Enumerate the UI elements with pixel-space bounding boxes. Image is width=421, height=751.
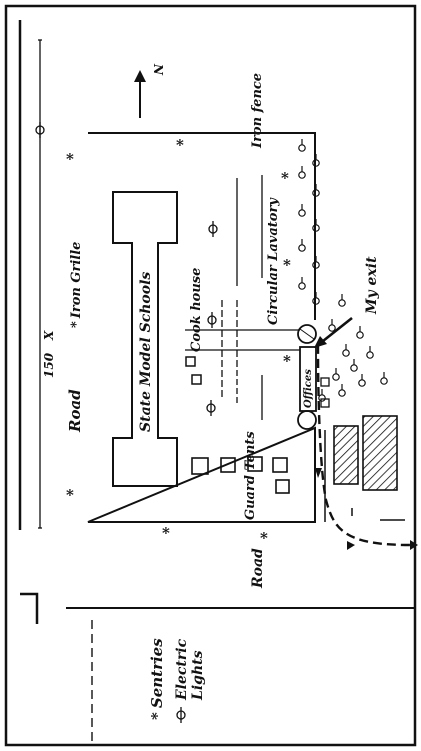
road-bottom-label: Road: [250, 548, 266, 589]
sentry-asterisk-icon: *: [176, 136, 184, 154]
legend-electric-label-1: Electric: [174, 638, 190, 701]
distance-x-label: X: [42, 330, 56, 341]
iron-fence-label: Iron fence: [250, 73, 265, 149]
compound-paths: [185, 175, 300, 420]
legend-electric-light-icon: [176, 706, 186, 724]
circular-lavatory: [297, 324, 317, 344]
legend: *Sentries Electric Lights: [148, 638, 206, 724]
cook-house-squares: [185, 356, 202, 385]
iron-grille-label: *Iron Grille: [69, 242, 84, 328]
electric-light-icon: [207, 311, 217, 329]
sentry-asterisk-icon: *: [283, 256, 291, 274]
sentry-asterisk-icon: *: [66, 150, 74, 168]
legend-electric-label-2: Lights: [190, 650, 206, 701]
escape-route: [315, 344, 418, 550]
sentry-asterisk-icon: *: [66, 486, 74, 504]
map-border: [4, 4, 417, 747]
road-top-lines: [18, 20, 45, 530]
outside-road-marks: [351, 508, 405, 521]
offices-label: Offices: [303, 369, 314, 408]
legend-sentries: *Sentries: [148, 638, 166, 720]
cook-house-label: Cook house: [189, 268, 204, 352]
electric-lights: [206, 220, 218, 417]
electric-light-icon: [206, 399, 216, 417]
sentry-asterisk-icon: *: [281, 169, 289, 187]
road-lamp-icon: [35, 121, 45, 139]
electric-light-icon: [208, 220, 218, 238]
distance-label: 150: [42, 352, 56, 378]
my-exit-label: My exit: [364, 256, 380, 315]
exit-arrow-icon: [314, 316, 353, 348]
guard-tents: [191, 456, 290, 494]
north-label: N: [151, 63, 165, 76]
sentry-asterisk-icon: *: [162, 524, 170, 542]
north-arrow-icon: N: [134, 63, 165, 118]
circular-lavatory-label: Circular Lavatory: [266, 197, 281, 325]
state-model-schools-label: State Model Schools: [138, 272, 154, 432]
compound-iron-fence: [87, 132, 316, 523]
sentry-asterisk-icon: *: [260, 529, 268, 547]
guard-tents-label: Guard Tents: [243, 431, 258, 520]
hatched-building-small: [333, 425, 359, 485]
sentry-asterisk-icon: *: [283, 352, 291, 370]
road-bottom-lines: [20, 592, 415, 745]
state-model-schools-building: [112, 191, 178, 487]
sentries: * * * * * * * *: [66, 136, 291, 547]
hatched-building-large: [362, 415, 398, 491]
road-top-label: Road: [66, 389, 84, 433]
